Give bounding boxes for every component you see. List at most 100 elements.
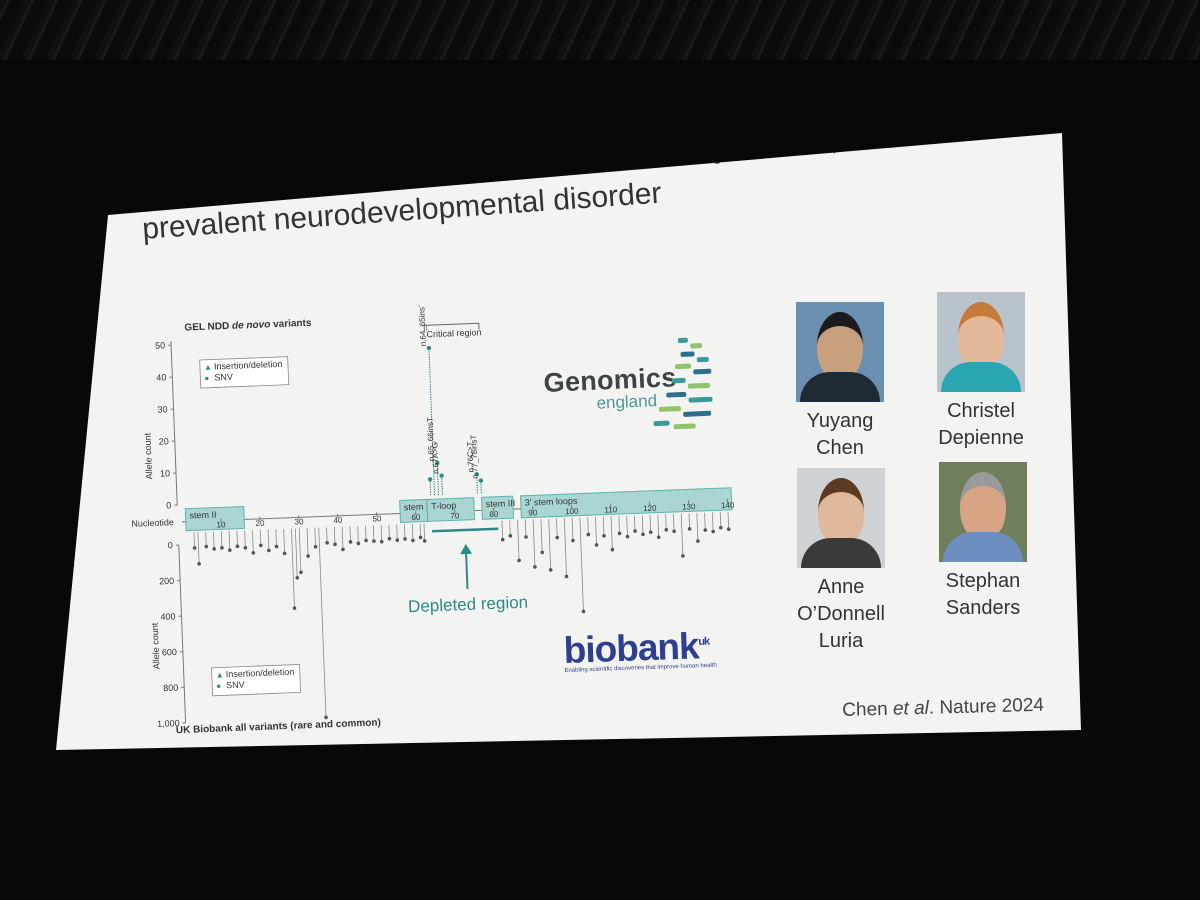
top-y-tick-label: 50 bbox=[155, 340, 165, 350]
person-name-line3: Luria bbox=[818, 630, 864, 652]
bottom-variant-point bbox=[719, 525, 723, 530]
bottom-variant-point bbox=[602, 533, 606, 538]
top-y-axis bbox=[170, 341, 178, 506]
bottom-variant-point bbox=[356, 541, 361, 546]
top-y-tick-label: 10 bbox=[160, 468, 170, 478]
stage-truss bbox=[0, 0, 1200, 60]
bottom-y-tick-label: 800 bbox=[163, 683, 178, 694]
bottom-variant-point bbox=[656, 535, 661, 540]
bottom-variant-stem bbox=[532, 519, 536, 567]
x-tick-label: 60 bbox=[411, 513, 421, 522]
bottom-variant-stem bbox=[524, 519, 527, 538]
bottom-variant-stem bbox=[719, 512, 722, 528]
structure-box bbox=[426, 497, 476, 522]
title-italic-gene: RNU4-2 bbox=[402, 145, 514, 187]
variant-label: n.67A>G bbox=[430, 442, 440, 474]
bottom-y-axis bbox=[178, 544, 187, 723]
bottom-variant-stem bbox=[205, 531, 207, 547]
bottom-variant-stem bbox=[197, 532, 200, 564]
bottom-variant-stem bbox=[244, 530, 246, 548]
person-card-4: Stephan Sanders bbox=[926, 462, 1040, 622]
bottom-variant-stem bbox=[252, 530, 254, 553]
x-tick-label: 20 bbox=[255, 519, 265, 528]
bottom-variant-point bbox=[192, 546, 197, 550]
bottom-variant-stem bbox=[587, 517, 589, 535]
person-body-4 bbox=[943, 532, 1023, 562]
top-variant-stem bbox=[476, 474, 478, 494]
bottom-variant-point bbox=[364, 538, 368, 543]
bottom-variant-stem bbox=[688, 513, 691, 529]
title-line-2: prevalent neurodevelopmental disorder bbox=[141, 176, 663, 246]
bottom-variant-stem bbox=[548, 518, 552, 570]
x-tick-label: 90 bbox=[528, 508, 538, 517]
bottom-variant-point bbox=[533, 565, 537, 569]
variant-label: n.76C>T bbox=[465, 441, 475, 472]
bottom-y-tick-label: 200 bbox=[159, 576, 174, 587]
bottom-variant-stem bbox=[571, 517, 574, 541]
title-italic-de-novo: De novo bbox=[138, 164, 253, 205]
bottom-variant-stem bbox=[372, 525, 375, 542]
bottom-variant-point bbox=[274, 544, 279, 549]
top-legend-symbol: ● bbox=[204, 374, 209, 383]
bottom-variant-point bbox=[617, 531, 622, 536]
variant-label: n.65_66insT bbox=[426, 417, 437, 461]
critical-region-bracket bbox=[423, 322, 480, 332]
person-photo-2 bbox=[937, 292, 1025, 392]
bottom-variant-stem bbox=[680, 513, 684, 556]
bottom-variant-point bbox=[372, 539, 376, 543]
bottom-variant-stem bbox=[509, 520, 511, 536]
bottom-variant-stem bbox=[357, 526, 359, 544]
bottom-variant-point bbox=[586, 532, 591, 537]
bottom-y-tick-label: 400 bbox=[160, 611, 175, 622]
top-y-tick-label: 40 bbox=[156, 372, 166, 382]
bottom-variant-point bbox=[648, 530, 653, 535]
top-y-tick-label: 30 bbox=[157, 404, 167, 414]
bottom-variant-point bbox=[282, 551, 287, 556]
top-variant-stem bbox=[428, 348, 436, 496]
bottom-variant-stem bbox=[193, 532, 196, 548]
x-tick-label: 110 bbox=[604, 505, 618, 515]
bottom-variant-stem bbox=[236, 530, 238, 547]
bottom-variant-stem bbox=[213, 531, 215, 549]
structure-box-label: stem II bbox=[189, 510, 216, 521]
citation: Chen et al. Nature 2024 bbox=[842, 695, 1044, 722]
nucleotide-axis-label: Nucleotide bbox=[131, 517, 174, 529]
bottom-variant-stem bbox=[419, 523, 422, 538]
bottom-variant-stem bbox=[314, 527, 316, 547]
bottom-variant-stem bbox=[579, 517, 584, 612]
bottom-y-axis-label: Allele count bbox=[150, 622, 162, 669]
top-y-tick-label: 0 bbox=[166, 500, 171, 510]
person-head-2 bbox=[958, 302, 1004, 370]
bottom-variant-point bbox=[610, 547, 615, 552]
x-tick-label: 70 bbox=[450, 511, 460, 520]
bottom-y-tick-label: 600 bbox=[162, 647, 177, 658]
bottom-variant-point bbox=[403, 537, 407, 541]
bottom-variant-point bbox=[418, 535, 423, 540]
bottom-variant-point bbox=[508, 534, 513, 538]
bottom-variant-stem bbox=[333, 526, 336, 545]
person-head-4 bbox=[960, 472, 1006, 540]
bottom-variant-point bbox=[387, 536, 392, 541]
bottom-variant-stem bbox=[634, 515, 636, 532]
bottom-variant-point bbox=[711, 529, 715, 534]
person-head-1 bbox=[817, 312, 863, 380]
person-photo-3 bbox=[797, 468, 885, 568]
bottom-variant-point bbox=[540, 550, 544, 555]
x-tick-label: 80 bbox=[489, 510, 499, 519]
top-y-tick-label: 20 bbox=[159, 436, 169, 446]
bottom-variant-stem bbox=[294, 528, 298, 578]
bottom-variant-stem bbox=[283, 528, 285, 554]
variant-label: n.64_65insT n.65A>G bbox=[416, 293, 428, 346]
bottom-variant-stem bbox=[298, 528, 302, 573]
bottom-variant-point bbox=[325, 541, 329, 545]
bottom-variant-point bbox=[681, 554, 685, 558]
top-variant-point bbox=[426, 345, 432, 351]
bottom-variant-stem bbox=[712, 512, 714, 532]
person-name-line1: Stephan bbox=[945, 570, 1021, 592]
bottom-variant-stem bbox=[540, 519, 543, 553]
x-tick-label: 130 bbox=[682, 502, 696, 512]
bottom-variant-point bbox=[220, 545, 224, 550]
bottom-variant-stem bbox=[517, 519, 520, 561]
person-body-2 bbox=[941, 362, 1021, 392]
